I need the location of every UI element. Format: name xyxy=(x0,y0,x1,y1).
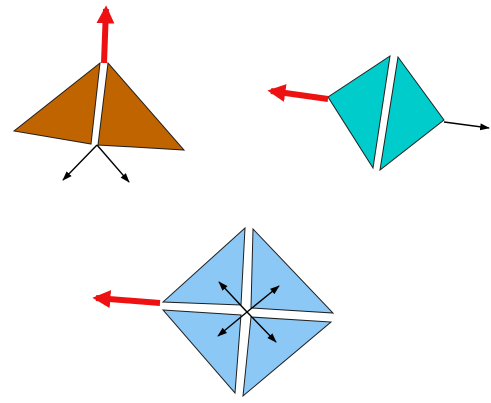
teal-black-arrow xyxy=(443,121,490,131)
blue-red-arrow xyxy=(92,290,161,309)
blue-square-bottom-right-piece xyxy=(242,316,333,398)
blue-black-arrow-up-left xyxy=(218,281,248,313)
teal-red-arrow xyxy=(267,84,329,102)
blue-black-arrow-down-right xyxy=(246,311,277,343)
teal-diamond-group xyxy=(267,54,490,172)
brown-triangle-group xyxy=(12,5,186,183)
brown-triangle-left-piece xyxy=(12,61,101,145)
blue-square-group xyxy=(92,226,335,398)
blue-black-arrow-up-right xyxy=(246,285,280,313)
brown-black-arrow-left xyxy=(62,144,98,181)
teal-diamond-right-piece xyxy=(379,55,445,172)
brown-red-arrow xyxy=(96,5,115,64)
blue-black-arrow-down-left xyxy=(217,311,248,337)
brown-triangle-right-piece xyxy=(97,61,186,151)
teal-diamond-left-piece xyxy=(327,54,391,170)
brown-black-arrow-right xyxy=(96,144,130,183)
